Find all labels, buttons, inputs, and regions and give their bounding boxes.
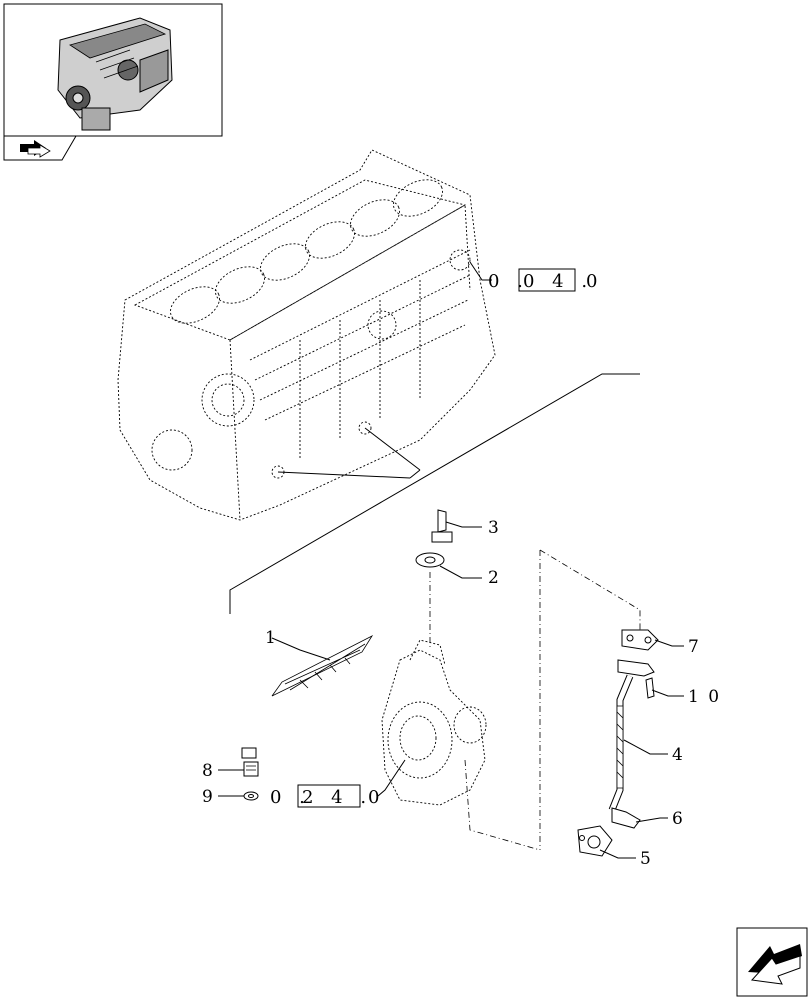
union-fitting-part-8[interactable]: [243, 761, 259, 777]
flange-gasket-part-5[interactable]: [577, 825, 613, 857]
previous-arrow-button[interactable]: [3, 135, 77, 161]
thumbnail-frame[interactable]: [3, 3, 223, 137]
callout-10-leader: [651, 689, 684, 697]
callout-7[interactable]: 7: [688, 637, 701, 657]
callout-4[interactable]: 4: [672, 745, 685, 765]
callout-6-leader: [635, 817, 668, 823]
engine-thumbnail-icon: [57, 17, 173, 131]
union-part-6[interactable]: [611, 807, 641, 829]
oil-return-pipe[interactable]: [608, 659, 655, 812]
engine-reference-suffix: 0: [586, 271, 603, 292]
callout-5[interactable]: 5: [640, 849, 653, 869]
callout-2[interactable]: 2: [488, 568, 501, 588]
section-lines: [229, 373, 640, 614]
engine-reference-leader: [469, 261, 492, 281]
engine-block-reference[interactable]: 0 . 0 4 . 0: [488, 268, 603, 292]
callout-1-leader: [271, 637, 331, 661]
engine-block: [117, 149, 496, 521]
next-arrow-button[interactable]: [736, 927, 808, 997]
turbocharger[interactable]: [381, 639, 487, 806]
callout-4-leader: [623, 739, 668, 755]
turbocharger-reference[interactable]: 0 . 2 4 . 0: [270, 784, 385, 808]
washer-part-9[interactable]: [243, 791, 259, 801]
engine-reference-boxed: 0 4 .: [523, 271, 593, 292]
callout-2-leader: [439, 565, 482, 579]
callout-3[interactable]: 3: [488, 518, 501, 538]
screw-part-3[interactable]: [431, 509, 453, 543]
callout-5-leader: [599, 849, 636, 859]
gasket-part-2[interactable]: [415, 552, 445, 568]
callout-1[interactable]: 1: [265, 628, 278, 648]
previous-arrow-icon: [20, 140, 51, 158]
turbo-reference-suffix: 0: [368, 787, 385, 808]
callout-3-leader: [445, 521, 482, 528]
next-arrow-icon: [748, 944, 802, 985]
turbo-reference-prefix: 0 .: [270, 787, 311, 808]
callout-8[interactable]: 8: [202, 761, 215, 781]
callout-6[interactable]: 6: [672, 809, 685, 829]
callout-10[interactable]: 1 0: [688, 687, 721, 707]
assembly-axis-lines: [429, 549, 641, 851]
callout-7-leader: [654, 639, 684, 647]
oil-delivery-pipe[interactable]: [241, 518, 441, 759]
callout-9[interactable]: 9: [202, 787, 215, 807]
screw-part-10[interactable]: [645, 677, 655, 699]
gasket-part-7[interactable]: [621, 629, 659, 651]
turbo-reference-leader: [377, 759, 406, 797]
turbo-reference-boxed: 2 4 .: [302, 787, 372, 808]
engine-reference-prefix: 0 .: [488, 271, 529, 292]
